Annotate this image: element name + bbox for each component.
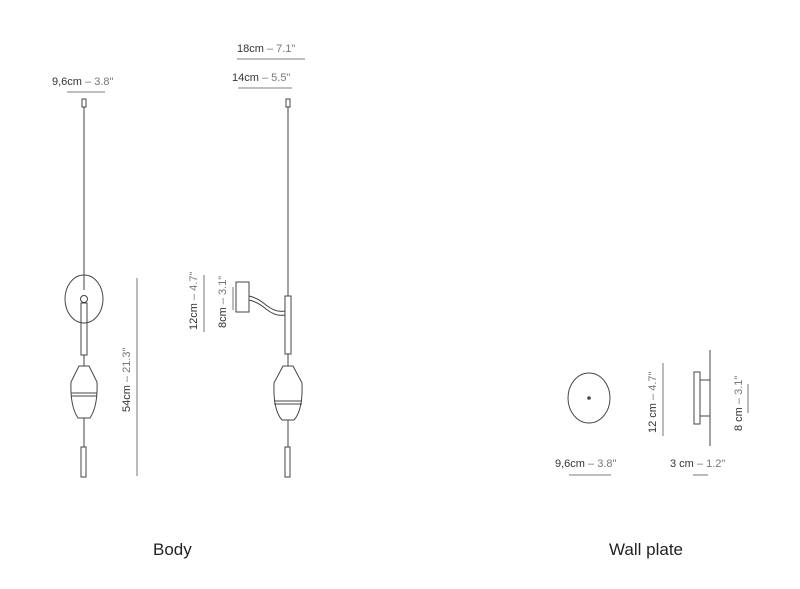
dim-body-side-inner: 14cm – 5.5"	[232, 72, 290, 84]
body-front-view: 9,6cm – 3.8" 54cm – 21.3"	[52, 76, 138, 478]
dim-body-side-outer: 18cm – 7.1"	[237, 43, 295, 55]
wall-plate-side	[693, 371, 701, 425]
arm	[248, 295, 286, 312]
dim-body-plate-inner: 8cm – 3.1"	[217, 276, 229, 328]
dim-plate-depth: 3 cm – 1.2"	[670, 458, 725, 470]
counterweight	[80, 446, 87, 478]
wall-plate-shape	[64, 274, 104, 324]
dim-body-height: 54cm – 21.3"	[121, 347, 133, 412]
wall-plate-side	[235, 281, 250, 313]
wall-plate-hole	[587, 396, 591, 400]
dim-plate-height: 12 cm – 4.7"	[647, 372, 659, 433]
caption-wall-plate: Wall plate	[609, 540, 684, 559]
dim-plate-width: 9,6cm – 3.8"	[555, 458, 616, 470]
dim-plate-inner-height: 8 cm – 3.1"	[733, 376, 745, 431]
dim-body-plate-height: 12cm – 4.7"	[188, 272, 200, 330]
ceiling-cap	[81, 98, 87, 108]
ceiling-cap	[285, 98, 291, 108]
lamp-body	[70, 365, 98, 419]
counterweight	[284, 446, 291, 478]
stem	[284, 295, 292, 355]
caption-body: Body	[153, 540, 192, 559]
dim-body-front-width: 9,6cm – 3.8"	[52, 76, 113, 88]
body-side-view: 18cm – 7.1" 14cm – 5.5" 12cm – 4.7" 8	[188, 43, 305, 478]
wall-plate-hole	[80, 295, 88, 303]
wall-plate-front-view: 9,6cm – 3.8"	[555, 372, 616, 476]
wall-plate-shape	[567, 372, 611, 424]
arm	[248, 299, 286, 316]
wall-plate-side-view: 12 cm – 4.7" 8 cm – 3.1" 3 cm – 1.2"	[647, 350, 749, 476]
stem	[80, 302, 88, 356]
lamp-body	[273, 365, 303, 421]
